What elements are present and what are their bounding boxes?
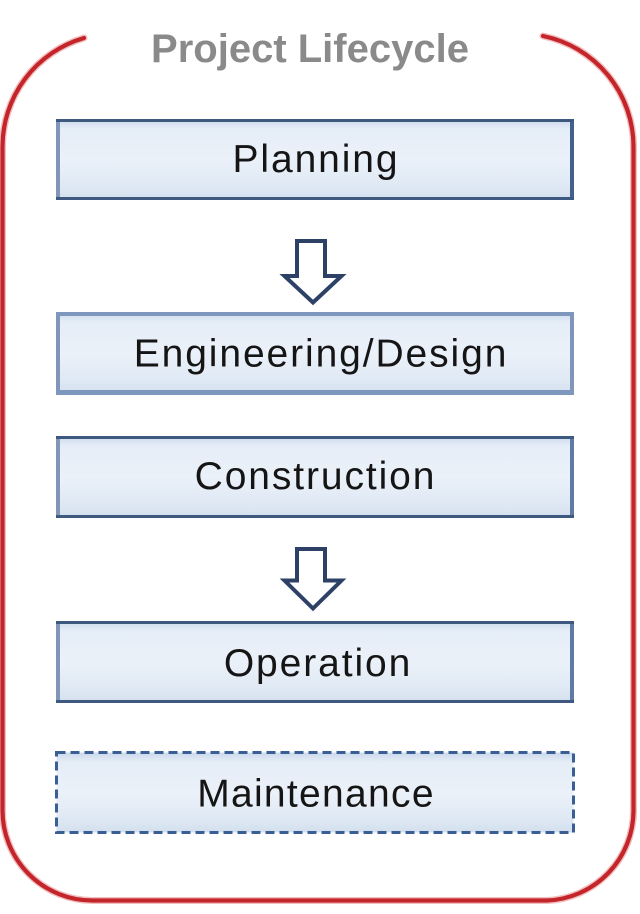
svg-text:Operation: Operation: [224, 642, 412, 685]
svg-text:Engineering/Design: Engineering/Design: [134, 333, 509, 376]
svg-text:Maintenance: Maintenance: [197, 773, 435, 816]
svg-text:Planning: Planning: [233, 138, 400, 181]
svg-text:Construction: Construction: [195, 455, 437, 498]
svg-text:Project Lifecycle: Project Lifecycle: [151, 27, 469, 71]
